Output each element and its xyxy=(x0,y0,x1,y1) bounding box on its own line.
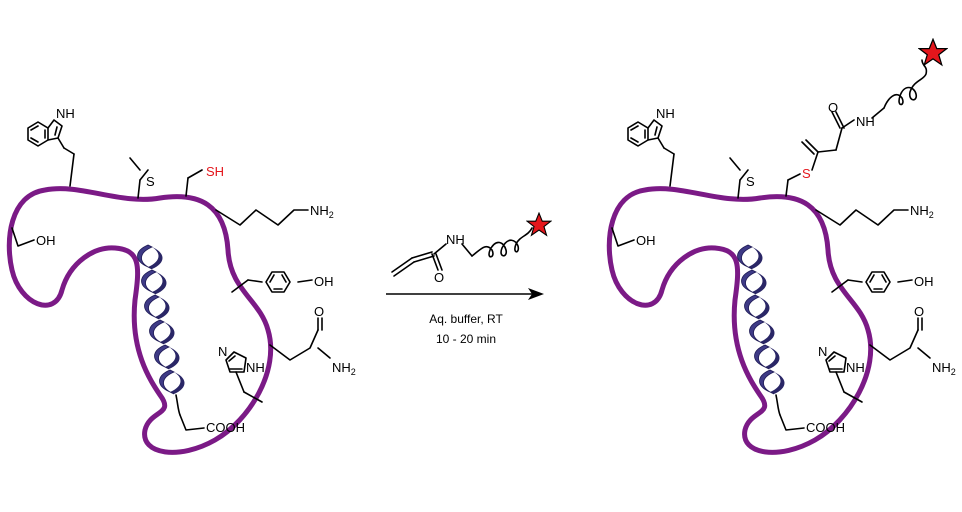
svg-text:OH: OH xyxy=(36,233,56,248)
glutamate-right: COOH xyxy=(779,414,845,435)
svg-text:NH2: NH2 xyxy=(332,360,356,377)
asparagine-left: O NH2 xyxy=(269,304,356,377)
glutamate-left: COOH xyxy=(179,414,245,435)
conditions-line-1: Aq. buffer, RT xyxy=(429,312,503,326)
svg-text:S: S xyxy=(146,174,155,189)
linker-coil-reagent xyxy=(471,227,533,258)
helix-right xyxy=(737,244,785,416)
star-label-icon xyxy=(526,212,552,236)
methionine-left: S xyxy=(129,157,155,199)
svg-text:NH: NH xyxy=(246,360,265,375)
linker-coil-right xyxy=(883,59,928,109)
svg-text:N: N xyxy=(218,344,227,359)
protein-right: NH S S O NH xyxy=(606,38,956,455)
tyrosine-left: OH xyxy=(231,271,334,293)
cysteine-left: SH xyxy=(185,164,224,197)
histidine-left: N NH xyxy=(218,344,265,403)
histidine-right: N NH xyxy=(818,344,865,403)
svg-text:NH: NH xyxy=(446,232,465,247)
svg-text:O: O xyxy=(914,304,924,319)
helix-left xyxy=(137,244,185,416)
protein-loop-left xyxy=(6,186,274,455)
tryptophan-right: NH xyxy=(627,106,675,187)
svg-text:OH: OH xyxy=(914,274,934,289)
protein-loop-right xyxy=(606,186,874,455)
methionine-right: S xyxy=(729,157,755,199)
svg-text:NH: NH xyxy=(846,360,865,375)
svg-text:OH: OH xyxy=(314,274,334,289)
serine-right: OH xyxy=(611,227,656,248)
conditions-line-2: 10 - 20 min xyxy=(436,332,496,346)
svg-text:COOH: COOH xyxy=(806,420,845,435)
reaction-arrow xyxy=(386,288,544,300)
svg-text:O: O xyxy=(828,100,838,115)
lysine-left: NH2 xyxy=(215,203,334,226)
svg-text:NH: NH xyxy=(56,106,75,121)
tyrosine-right: OH xyxy=(831,271,934,293)
svg-text:N: N xyxy=(818,344,827,359)
svg-text:NH: NH xyxy=(856,114,875,129)
svg-text:O: O xyxy=(314,304,324,319)
svg-text:NH2: NH2 xyxy=(910,203,934,220)
svg-text:S: S xyxy=(802,166,811,181)
lysine-right: NH2 xyxy=(815,203,934,226)
star-label-icon-right xyxy=(918,38,948,66)
svg-text:O: O xyxy=(434,270,444,285)
svg-text:NH2: NH2 xyxy=(932,360,956,377)
svg-text:OH: OH xyxy=(636,233,656,248)
protein-left: NH H S SH NH2 OH xyxy=(6,106,356,455)
svg-text:COOH: COOH xyxy=(206,420,245,435)
svg-text:NH: NH xyxy=(656,106,675,121)
serine-left: OH xyxy=(11,227,56,248)
svg-text:NH2: NH2 xyxy=(310,203,334,220)
svg-text:S: S xyxy=(746,174,755,189)
reaction-arrow-icon xyxy=(528,288,544,300)
cysteine-conjugate-right: S O NH xyxy=(785,38,948,197)
allenamide-reagent: O NH xyxy=(391,212,552,285)
svg-text:SH: SH xyxy=(206,164,224,179)
tryptophan-left: NH H xyxy=(27,106,75,187)
asparagine-right: O NH2 xyxy=(869,304,956,377)
